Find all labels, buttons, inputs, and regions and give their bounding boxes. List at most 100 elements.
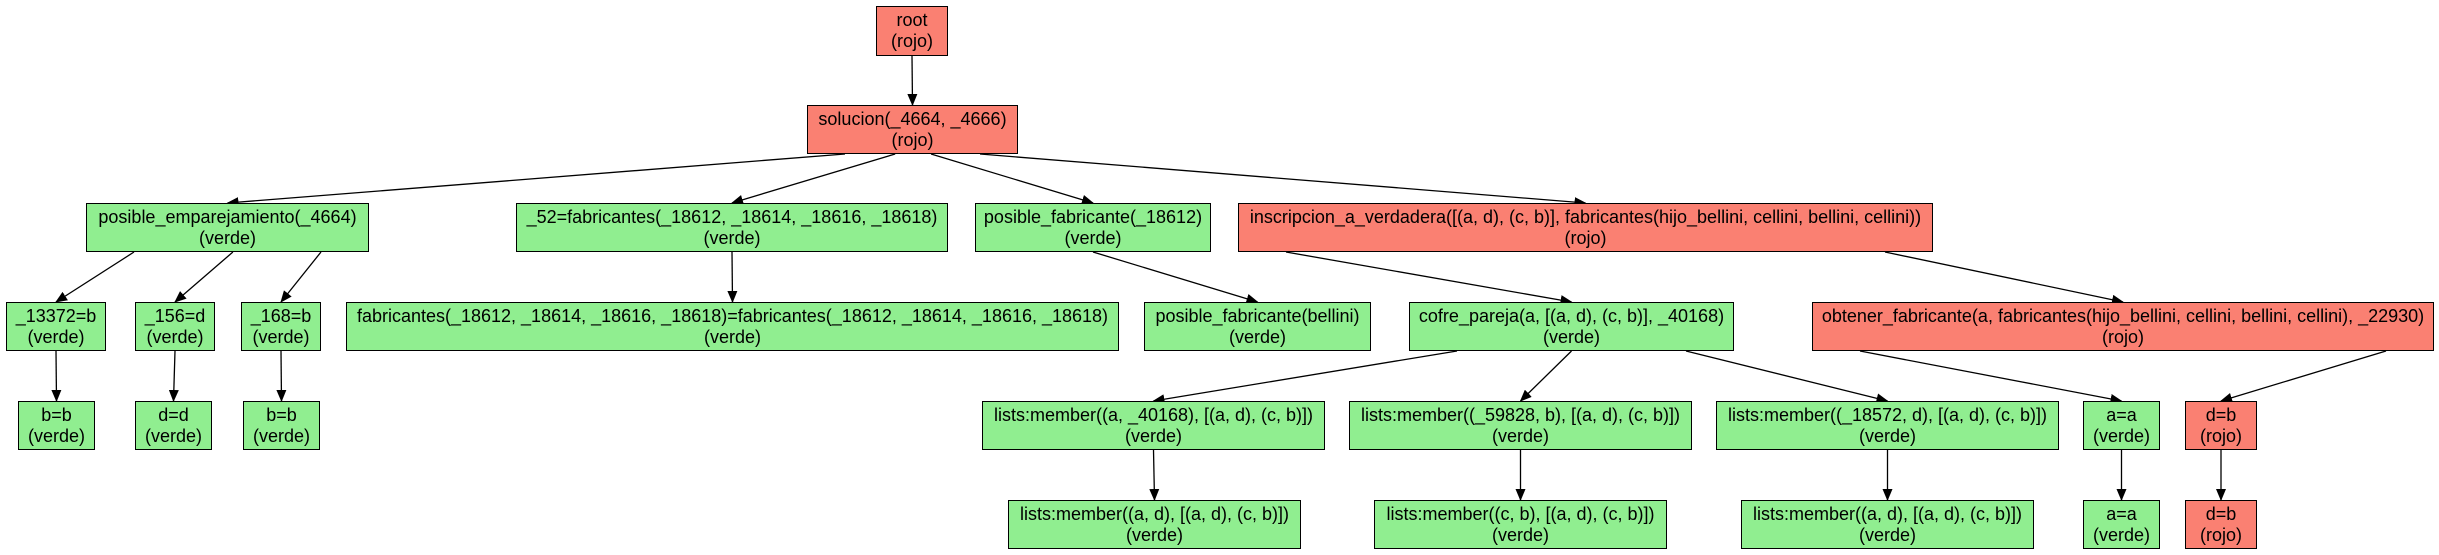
node-status: (verde) (144, 425, 202, 446)
node-label: b=b (266, 404, 297, 425)
node-label: posible_fabricante(bellini) (1155, 305, 1360, 326)
edge-n5-n11 (1285, 251, 1573, 306)
node-status: (verde) (146, 326, 204, 347)
node-status: (verde) (1491, 524, 1549, 545)
node-13372-eq-b: _13372=b (verde) (6, 302, 106, 351)
node-label: posible_fabricante(_18612) (983, 206, 1203, 227)
edge-n6-n13 (51, 350, 62, 402)
node-label: lists:member((c, b), [(a, d), (c, b)]) (1386, 503, 1655, 524)
node-status: (verde) (1858, 425, 1916, 446)
node-member-c-b: lists:member((c, b), [(a, d), (c, b)]) (… (1374, 500, 1667, 549)
node-status: (rojo) (890, 31, 933, 51)
node-label: solucion(_4664, _4666) (818, 108, 1007, 129)
edge-n11-n18 (1685, 350, 1889, 404)
node-cofre-pareja: cofre_pareja(a, [(a, d), (c, b)], _40168… (1409, 302, 1734, 351)
node-status: (verde) (198, 227, 256, 248)
node-label: d=b (2205, 503, 2237, 524)
edge-n1-n3 (731, 153, 896, 205)
edge-n5-n12 (1884, 251, 2124, 305)
node-label: lists:member((_59828, b), [(a, d), (c, b… (1360, 404, 1681, 425)
edge-n0-n1 (907, 55, 918, 106)
edge-n1-n4 (930, 153, 1094, 205)
node-member-a-d-2: lists:member((a, d), [(a, d), (c, b)]) (… (1741, 500, 2034, 549)
edge-n2-n6 (55, 251, 135, 303)
edge-n12-n19 (1859, 350, 2123, 404)
node-status: (verde) (1228, 326, 1286, 347)
node-status: (verde) (1125, 524, 1183, 545)
node-d-eq-b-2: d=b (rojo) (2185, 500, 2257, 549)
node-b-eq-b: b=b (verde) (18, 401, 95, 450)
node-root: root (rojo) (876, 6, 948, 56)
node-status: (verde) (252, 425, 310, 446)
node-d-eq-d: d=d (verde) (135, 401, 212, 450)
node-posible-fabricante: posible_fabricante(_18612) (verde) (975, 203, 1211, 252)
edge-n12-n20 (2220, 350, 2387, 403)
node-label: lists:member((a, d), [(a, d), (c, b)]) (1019, 503, 1290, 524)
node-label: _52=fabricantes(_18612, _18614, _18616, … (526, 206, 938, 227)
node-status: (verde) (703, 227, 761, 248)
node-posible-emparejamiento: posible_emparejamiento(_4664) (verde) (86, 203, 369, 252)
node-status: (rojo) (1564, 227, 1607, 248)
node-solucion: solucion(_4664, _4666) (rojo) (807, 105, 1018, 154)
node-label: d=d (158, 404, 189, 425)
node-posible-fabricante-bellini: posible_fabricante(bellini) (verde) (1144, 302, 1371, 351)
edge-n2-n7 (174, 251, 234, 303)
node-label: root (896, 10, 928, 30)
node-label: _13372=b (15, 305, 97, 326)
node-label: b=b (41, 404, 72, 425)
node-label: a=a (2106, 404, 2137, 425)
node-status: (rojo) (891, 129, 934, 150)
edge-n3-n9 (727, 251, 738, 303)
edge-n11-n16 (1152, 350, 1458, 405)
node-status: (rojo) (2199, 425, 2242, 446)
node-member-a-40168: lists:member((a, _40168), [(a, d), (c, b… (982, 401, 1325, 450)
node-label: d=b (2205, 404, 2237, 425)
node-label: obtener_fabricante(a, fabricantes(hijo_b… (1821, 305, 2425, 326)
node-label: lists:member((_18572, d), [(a, d), (c, b… (1727, 404, 2048, 425)
node-d-eq-b: d=b (rojo) (2185, 401, 2257, 450)
node-status: (verde) (1858, 524, 1916, 545)
node-member-18572-d: lists:member((_18572, d), [(a, d), (c, b… (1716, 401, 2059, 450)
node-a-eq-a: a=a (verde) (2083, 401, 2160, 450)
node-label: lists:member((a, d), [(a, d), (c, b)]) (1752, 503, 2023, 524)
edge-n4-n10 (1092, 251, 1259, 304)
node-status: (verde) (1124, 425, 1182, 446)
node-inscripcion-a-verdadera: inscripcion_a_verdadera([(a, d), (c, b)]… (1238, 203, 1933, 252)
node-member-59828-b: lists:member((_59828, b), [(a, d), (c, b… (1349, 401, 1692, 450)
node-status: (verde) (1491, 425, 1549, 446)
edge-n7-n14 (168, 350, 179, 402)
node-label: _168=b (250, 305, 312, 326)
node-status: (verde) (27, 425, 85, 446)
node-status: (verde) (1542, 326, 1600, 347)
edge-n16-n21 (1149, 449, 1160, 501)
node-status: (verde) (2092, 425, 2150, 446)
edge-n2-n8 (280, 251, 322, 303)
node-status: (rojo) (2101, 326, 2144, 347)
node-label: cofre_pareja(a, [(a, d), (c, b)], _40168… (1418, 305, 1725, 326)
node-status: (verde) (2092, 524, 2150, 545)
node-label: posible_emparejamiento(_4664) (98, 206, 357, 227)
edge-n8-n15 (276, 350, 287, 402)
node-status: (rojo) (2199, 524, 2242, 545)
node-label: inscripcion_a_verdadera([(a, d), (c, b)]… (1249, 206, 1922, 227)
edge-n1-n2 (226, 153, 846, 208)
edge-n11-n17 (1519, 350, 1572, 402)
node-fabricantes-unify: fabricantes(_18612, _18614, _18616, _186… (346, 302, 1119, 351)
node-fabricantes-assign: _52=fabricantes(_18612, _18614, _18616, … (516, 203, 948, 252)
node-status: (verde) (703, 326, 761, 347)
node-label: _156=d (144, 305, 206, 326)
node-status: (verde) (1064, 227, 1122, 248)
node-label: a=a (2106, 503, 2137, 524)
node-member-a-d: lists:member((a, d), [(a, d), (c, b)]) (… (1008, 500, 1301, 549)
node-label: fabricantes(_18612, _18614, _18616, _186… (356, 305, 1109, 326)
node-168-eq-b: _168=b (verde) (241, 302, 321, 351)
node-status: (verde) (252, 326, 310, 347)
node-status: (verde) (27, 326, 85, 347)
edge-n1-n5 (979, 153, 1587, 208)
node-obtener-fabricante: obtener_fabricante(a, fabricantes(hijo_b… (1812, 302, 2434, 351)
node-a-eq-a-2: a=a (verde) (2083, 500, 2160, 549)
node-b-eq-b-2: b=b (verde) (243, 401, 320, 450)
node-156-eq-d: _156=d (verde) (135, 302, 215, 351)
node-label: lists:member((a, _40168), [(a, d), (c, b… (993, 404, 1314, 425)
